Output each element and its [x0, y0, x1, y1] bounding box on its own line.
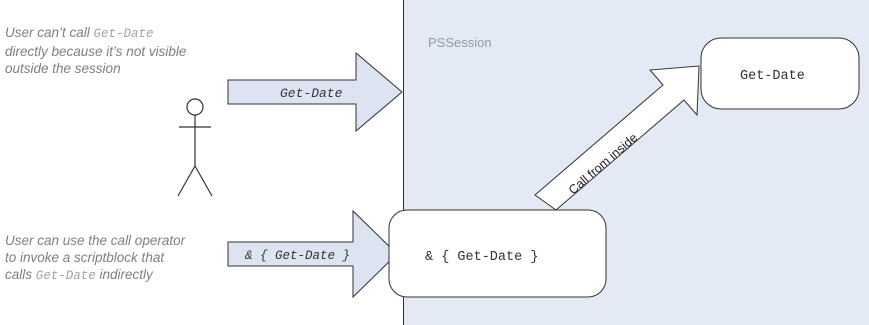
user-head: [186, 98, 204, 116]
arrow-get-date-shape: [227, 51, 403, 133]
box-get-date-inside-shape: [700, 37, 860, 110]
box-get-date-inside: Get-Date: [700, 37, 860, 110]
arrow-get-date: Get-Date: [227, 51, 403, 133]
user-left-leg: [177, 165, 196, 197]
caption-call-operator-line-3: calls Get-Date indirectly: [5, 266, 185, 285]
caption-text: calls: [5, 267, 36, 282]
caption-call-operator-line-1: User can use the call operator: [5, 233, 186, 248]
arrow-call-operator-shape: [227, 209, 398, 299]
arrow-get-date-label: Get-Date: [280, 86, 343, 101]
box-get-date-inside-label: Get-Date: [740, 69, 805, 84]
caption-cannot-call: User can’t call Get-Date directly becaus…: [5, 24, 186, 77]
caption-cannot-call-line-3: outside the session: [5, 61, 121, 76]
box-call-scriptblock: & { Get-Date }: [388, 209, 607, 298]
arrow-call-from-inside-shape: [534, 65, 700, 211]
caption-call-operator-line-2: to invoke a scriptblock that: [5, 250, 165, 265]
caption-text: indirectly: [95, 267, 153, 282]
caption-text: User can’t call: [5, 25, 94, 40]
arrow-call-operator-label: & { Get-Date }: [245, 249, 350, 263]
pssession-label: PSSession: [428, 35, 492, 50]
caption-call-operator: User can use the call operator to invoke…: [5, 232, 185, 285]
box-call-scriptblock-label: & { Get-Date }: [425, 250, 538, 265]
caption-code: Get-Date: [93, 27, 154, 41]
user-figure-icon: [177, 98, 213, 197]
caption-code: Get-Date: [35, 269, 96, 283]
user-right-leg: [194, 165, 213, 197]
arrow-call-operator: & { Get-Date }: [227, 209, 398, 299]
caption-cannot-call-line-1: User can’t call Get-Date: [5, 24, 186, 43]
caption-cannot-call-line-2: directly because it’s not visible: [5, 44, 187, 59]
box-call-scriptblock-shape: [388, 209, 607, 298]
